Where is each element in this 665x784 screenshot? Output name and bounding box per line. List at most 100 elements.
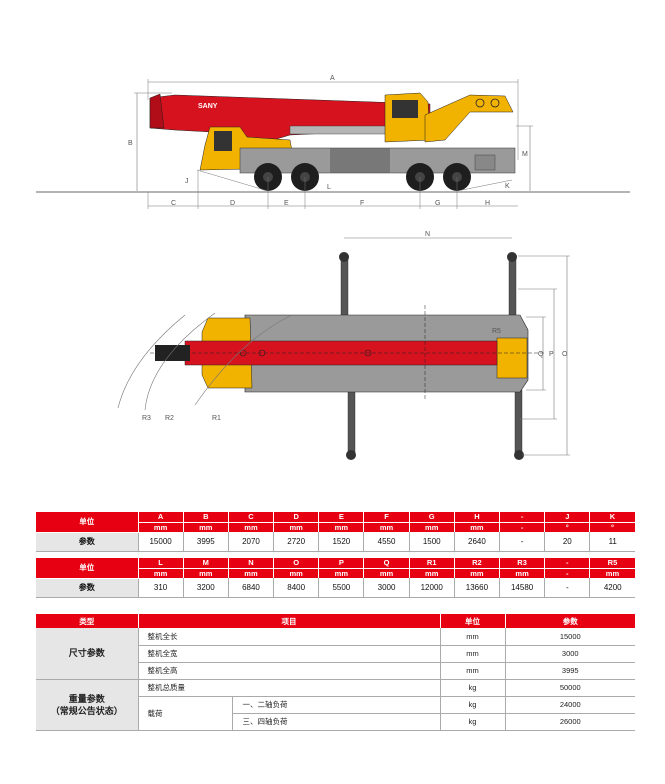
dim-unit: - xyxy=(544,568,591,578)
dim-code: P xyxy=(318,558,365,569)
top-view: N R3 R2 R1 R5 O xyxy=(117,231,570,460)
dim-value: 2640 xyxy=(454,532,501,552)
dim-value: 1500 xyxy=(409,532,455,552)
dim-value: - xyxy=(499,532,546,552)
dim-value: 6840 xyxy=(228,578,275,598)
dimension-table-2: 单位 L M N O P Q R1 R2 R3 - R5 mm mm mm mm… xyxy=(36,558,636,598)
dim-code: D xyxy=(273,512,320,523)
dim-unit: mm xyxy=(363,568,410,578)
dim-label-E: E xyxy=(284,200,289,207)
unit-row-label: 单位 xyxy=(36,512,139,533)
dim-code: L xyxy=(138,558,184,569)
dim-value: 4550 xyxy=(363,532,410,552)
item-name: 整机总质量 xyxy=(138,679,441,697)
dim-code: E xyxy=(318,512,365,523)
dim-label-M: M xyxy=(522,151,528,158)
dim-value: 12000 xyxy=(409,578,455,598)
dim-label-Q: Q xyxy=(538,351,544,358)
dim-value: 13660 xyxy=(454,578,501,598)
table-row: 三、四轴负荷 kg 26000 xyxy=(36,713,635,731)
dim-value: 3000 xyxy=(363,578,410,598)
dim-label-B: B xyxy=(128,140,133,147)
spec-detail-table: 类型 项目 单位 参数 尺寸参数 整机全长 mm 15000 整机全宽 mm 3… xyxy=(36,614,635,731)
dim-unit: mm xyxy=(454,522,501,532)
dim-code: - xyxy=(544,558,591,569)
crane-dimension-drawing: A B M SANY xyxy=(36,75,630,460)
sany-logo: SANY xyxy=(198,103,218,110)
dim-code: R5 xyxy=(589,558,636,569)
dim-value: 3200 xyxy=(183,578,229,598)
dim-unit: mm xyxy=(138,568,184,578)
dim-unit: mm xyxy=(409,568,455,578)
dim-unit: mm xyxy=(228,522,275,532)
item-name: 三、四轴负荷 xyxy=(232,713,441,731)
crane-drawing-svg: A B M SANY xyxy=(36,75,630,460)
dim-label-D: D xyxy=(230,200,235,207)
dim-code: J xyxy=(544,512,591,523)
dim-label-C: C xyxy=(171,200,176,207)
dim-value: 1520 xyxy=(318,532,365,552)
dim-value: 8400 xyxy=(273,578,320,598)
group-weight-label: 重量参数 （常规公告状态） xyxy=(36,679,139,731)
dim-value: 310 xyxy=(138,578,184,598)
item-unit: mm xyxy=(440,645,506,663)
table-row: 重量参数 （常规公告状态） 整机总质量 kg 50000 xyxy=(36,679,635,731)
header-unit: 单位 xyxy=(440,614,506,628)
unit-row-label: 单位 xyxy=(36,558,139,579)
dim-label-J: J xyxy=(185,178,189,185)
dim-code: M xyxy=(183,558,229,569)
dim-code: R2 xyxy=(454,558,501,569)
item-value: 26000 xyxy=(505,713,635,731)
item-unit: mm xyxy=(440,662,506,680)
dim-label-G: G xyxy=(435,200,440,207)
dim-unit: mm xyxy=(273,522,320,532)
dim-unit: mm xyxy=(363,522,410,532)
dim-unit: mm xyxy=(228,568,275,578)
dim-label-N: N xyxy=(425,231,430,238)
group-size-label: 尺寸参数 xyxy=(36,628,139,680)
dim-label-K: K xyxy=(505,183,510,190)
value-row: 参数 310 3200 6840 8400 5500 3000 12000 13… xyxy=(36,578,636,598)
param-row-label: 参数 xyxy=(36,532,139,552)
item-value: 24000 xyxy=(505,696,635,714)
item-unit: kg xyxy=(440,713,506,731)
dim-code: F xyxy=(363,512,410,523)
dim-code: G xyxy=(409,512,455,523)
dim-label-R5: R5 xyxy=(492,328,501,335)
dim-value: 14580 xyxy=(499,578,546,598)
item-value: 15000 xyxy=(505,628,635,646)
dim-value: 15000 xyxy=(138,532,184,552)
dim-code: O xyxy=(273,558,320,569)
dim-unit: mm xyxy=(183,568,229,578)
dim-code: A xyxy=(138,512,184,523)
dim-code: H xyxy=(454,512,501,523)
item-value: 3995 xyxy=(505,662,635,680)
group-weight-label-line1: 重量参数 xyxy=(68,693,105,704)
dim-label-P: P xyxy=(549,351,554,358)
table-row: 载荷 一、二轴负荷 kg 24000 xyxy=(36,696,635,731)
dim-value: 2720 xyxy=(273,532,320,552)
dim-label-L: L xyxy=(327,184,331,191)
dim-unit: mm xyxy=(589,568,636,578)
table-row: 尺寸参数 整机全长 mm 15000 xyxy=(36,628,635,680)
item-value: 3000 xyxy=(505,645,635,663)
side-view: A B M SANY xyxy=(36,75,630,209)
dim-value: - xyxy=(544,578,591,598)
dim-unit: - xyxy=(499,522,546,532)
dim-code: C xyxy=(228,512,275,523)
table-row: 整机全高 mm 3995 xyxy=(36,662,635,680)
dim-unit: mm xyxy=(273,568,320,578)
dimension-table-1: 单位 A B C D E F G H - J K mm mm mm mm mm … xyxy=(36,512,636,552)
item-name: 一、二轴负荷 xyxy=(232,696,441,714)
code-row: 单位 A B C D E F G H - J K xyxy=(36,512,636,533)
dim-unit: mm xyxy=(409,522,455,532)
item-name: 整机全长 xyxy=(138,628,441,646)
dim-label-A: A xyxy=(330,75,335,82)
dim-unit: mm xyxy=(183,522,229,532)
dim-label-H: H xyxy=(485,200,490,207)
item-name: 整机全宽 xyxy=(138,645,441,663)
dim-unit: mm xyxy=(499,568,546,578)
header-param: 参数 xyxy=(505,614,635,628)
dim-code: R3 xyxy=(499,558,546,569)
dim-unit: ° xyxy=(589,522,636,532)
